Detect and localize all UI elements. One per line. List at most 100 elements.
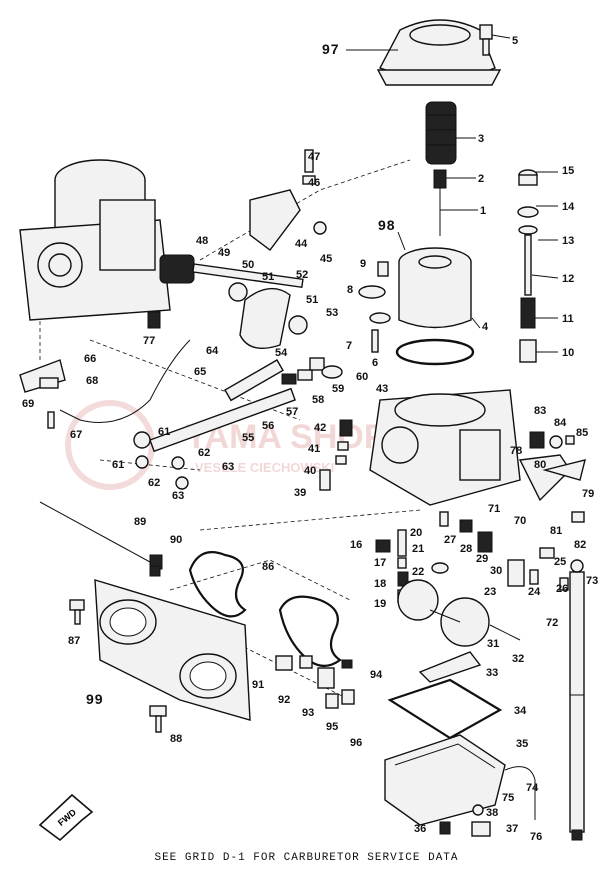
part-number-21: 21	[412, 543, 424, 555]
part-number-78: 78	[510, 445, 522, 457]
part-number-8: 8	[347, 284, 353, 296]
part-number-23: 23	[484, 586, 496, 598]
part-number-35: 35	[516, 738, 528, 750]
choke-lever-parts	[518, 431, 586, 523]
part-number-37: 37	[506, 823, 518, 835]
part-number-94: 94	[370, 669, 383, 681]
part-number-34: 34	[514, 705, 527, 717]
fittings-91-96	[275, 655, 355, 709]
part-number-97: 97	[322, 41, 340, 57]
part-number-89: 89	[134, 516, 146, 528]
needle-jet-assembly	[517, 169, 539, 363]
part-number-67: 67	[70, 429, 82, 441]
part-number-85: 85	[576, 427, 588, 439]
vent-tube-72	[569, 559, 585, 841]
screws-87-88	[69, 599, 167, 733]
part-number-62: 62	[148, 477, 160, 489]
gasket-34	[387, 678, 503, 740]
part-number-36: 36	[414, 823, 426, 835]
part-number-31: 31	[487, 638, 499, 650]
part-number-56: 56	[262, 420, 274, 432]
part-number-98: 98	[378, 217, 396, 233]
part-number-96: 96	[350, 737, 362, 749]
part-number-17: 17	[374, 557, 386, 569]
part-number-65: 65	[194, 366, 206, 378]
part-number-47: 47	[308, 151, 320, 163]
part-number-41: 41	[308, 443, 320, 455]
part-number-83: 83	[534, 405, 546, 417]
part-number-81: 81	[550, 525, 562, 537]
o-ring-86-b	[278, 595, 342, 668]
part-number-58: 58	[312, 394, 324, 406]
part-number-13: 13	[562, 235, 574, 247]
linkage-springs	[281, 357, 343, 385]
part-number-14: 14	[562, 201, 575, 213]
float-pin-32	[489, 624, 521, 641]
leader-lines	[346, 34, 559, 353]
part-number-80: 80	[534, 459, 546, 471]
part-number-54: 54	[275, 347, 288, 359]
part-number-32: 32	[512, 653, 524, 665]
part-number-93: 93	[302, 707, 314, 719]
part-number-1: 1	[480, 205, 486, 217]
manifold-99	[94, 579, 251, 721]
part-number-48: 48	[196, 235, 208, 247]
part-number-27: 27	[444, 534, 456, 546]
o-ring-4	[395, 338, 475, 366]
part-number-30: 30	[490, 565, 502, 577]
part-number-26: 26	[556, 583, 568, 595]
drain-tube-74	[504, 766, 536, 820]
part-number-84: 84	[554, 417, 567, 429]
left-carburetor-assembly	[19, 159, 171, 321]
part-number-76: 76	[530, 831, 542, 843]
retainer-2	[433, 169, 447, 189]
part-number-20: 20	[410, 527, 422, 539]
screw-5	[479, 24, 493, 56]
part-number-49: 49	[218, 247, 230, 259]
part-number-19: 19	[374, 598, 386, 610]
part-number-86: 86	[262, 561, 274, 573]
spring-3	[425, 101, 457, 165]
float-bowl-35	[384, 734, 506, 826]
part-number-28: 28	[460, 543, 472, 555]
carburetor-body	[369, 389, 521, 506]
o-ring-86-a	[188, 551, 247, 618]
part-number-5: 5	[512, 35, 518, 47]
part-number-39: 39	[294, 487, 306, 499]
part-number-66: 66	[84, 353, 96, 365]
part-number-95: 95	[326, 721, 338, 733]
part-number-70: 70	[514, 515, 526, 527]
part-number-43: 43	[376, 383, 388, 395]
part-number-24: 24	[528, 586, 541, 598]
part-number-50: 50	[242, 259, 254, 271]
part-number-71: 71	[488, 503, 500, 515]
part-number-15: 15	[562, 165, 574, 177]
part-number-18: 18	[374, 578, 386, 590]
part-number-40: 40	[304, 465, 316, 477]
part-number-72: 72	[546, 617, 558, 629]
part-number-38: 38	[486, 807, 498, 819]
part-number-22: 22	[412, 566, 424, 578]
sync-shaft-89	[39, 501, 163, 577]
part-number-63: 63	[172, 490, 184, 502]
part-number-2: 2	[478, 173, 484, 185]
part-number-99: 99	[86, 691, 104, 707]
part-number-7: 7	[346, 340, 352, 352]
drain-screws	[439, 804, 491, 837]
part-number-42: 42	[314, 422, 326, 434]
watermark-sub: VESELE CIECHOWSKI	[195, 460, 334, 475]
part-number-68: 68	[86, 375, 98, 387]
part-number-6: 6	[372, 357, 378, 369]
part-number-29: 29	[476, 553, 488, 565]
carburetor-top-cap	[376, 19, 502, 86]
part-number-79: 79	[582, 488, 594, 500]
float-valve-33	[418, 651, 482, 683]
choke-cable	[59, 339, 191, 423]
part-number-61: 61	[112, 459, 124, 471]
part-number-44: 44	[295, 238, 308, 250]
part-number-46: 46	[308, 177, 320, 189]
part-number-73: 73	[586, 575, 598, 587]
part-number-59: 59	[332, 383, 344, 395]
